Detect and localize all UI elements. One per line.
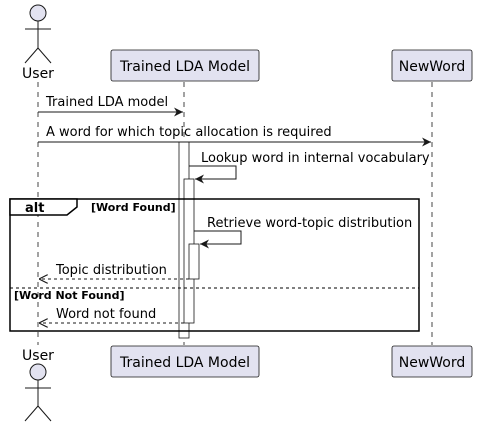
participant-newword-top: NewWord bbox=[399, 59, 466, 75]
participant-model-top: Trained LDA Model bbox=[119, 59, 250, 75]
participant-newword-bottom: NewWord bbox=[399, 355, 466, 371]
participant-user-top: User bbox=[22, 66, 54, 82]
message-3-arrow bbox=[189, 165, 237, 184]
message-5-label: Topic distribution bbox=[55, 263, 167, 278]
actor-user-bottom-icon bbox=[24, 363, 52, 422]
alt-fragment-tab bbox=[9, 198, 78, 216]
message-4-arrow bbox=[194, 230, 242, 249]
message-2-label: A word for which topic allocation is req… bbox=[46, 125, 332, 140]
participant-model-bottom: Trained LDA Model bbox=[119, 355, 250, 371]
alt-keyword: alt bbox=[25, 201, 44, 216]
participant-model-bottom-box bbox=[110, 345, 260, 378]
participant-newword-bottom-box bbox=[391, 345, 473, 378]
actor-user-top-icon bbox=[24, 4, 52, 64]
message-4-label: Retrieve word-topic distribution bbox=[207, 216, 412, 231]
activation-model-innermost bbox=[188, 243, 200, 280]
guard-word-not-found: [Word Not Found] bbox=[14, 289, 125, 302]
participant-user-bottom: User bbox=[22, 348, 54, 364]
alt-fragment bbox=[9, 198, 420, 332]
message-6-label: Word not found bbox=[56, 307, 156, 322]
guard-word-found: [Word Found] bbox=[91, 201, 176, 214]
participant-newword-top-box bbox=[391, 49, 473, 82]
message-3-label: Lookup word in internal vocabulary bbox=[201, 151, 430, 166]
participant-model-top-box bbox=[110, 49, 260, 82]
message-1-label: Trained LDA model bbox=[45, 95, 168, 110]
